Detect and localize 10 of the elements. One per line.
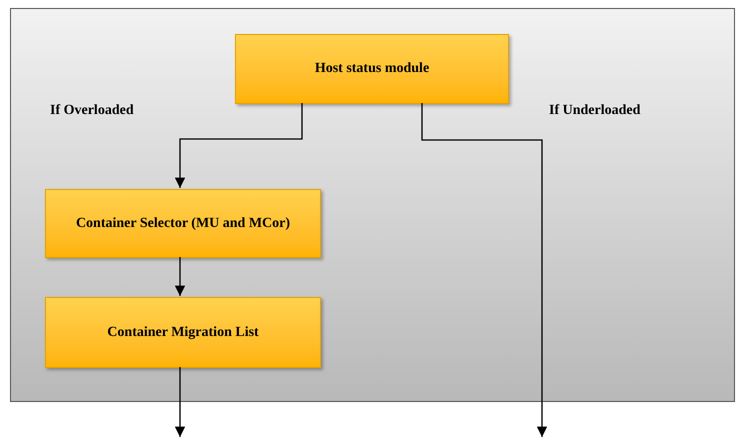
condition-label: If Underloaded (549, 102, 640, 120)
arrow (174, 103, 303, 188)
process-box: Container Migration List (45, 297, 321, 368)
process-box: Container Selector (MU and MCor) (45, 189, 321, 258)
arrow (174, 367, 186, 437)
process-box: Host status module (235, 34, 509, 104)
condition-label: If Overloaded (50, 102, 134, 120)
arrow (174, 257, 186, 296)
arrow (421, 103, 548, 437)
container-panel (10, 8, 735, 402)
